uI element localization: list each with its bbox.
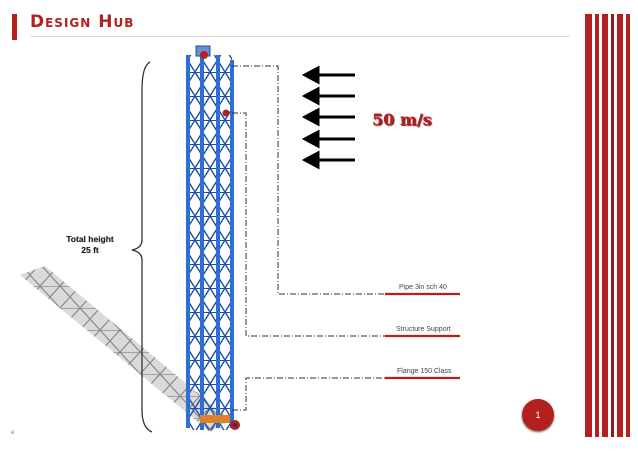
total-height-label: Total height 25 ft (55, 234, 125, 256)
wind-arrows (301, 65, 355, 170)
callout-flange: Flange 150 Class (397, 368, 452, 375)
tower-shadow (20, 266, 230, 432)
divider (30, 36, 570, 37)
page-title: Design Hub (30, 12, 135, 32)
callout-structure-support: Structure Support (396, 326, 451, 333)
tower-diagram (20, 45, 460, 433)
callout-underlines (385, 292, 460, 380)
decorative-stripes (585, 14, 630, 437)
corner-mark: e (11, 430, 15, 436)
callout-leaders (232, 65, 385, 411)
height-label-line: Total height (66, 234, 114, 244)
wind-speed-label: 50 m/s (372, 110, 432, 129)
tower (186, 45, 240, 430)
height-bracket (131, 61, 153, 433)
page-number-badge: 1 (522, 399, 554, 431)
height-value: 25 ft (81, 245, 99, 255)
accent-bar (12, 14, 17, 40)
callout-pipe: Pipe 3in sch 40 (399, 284, 447, 291)
